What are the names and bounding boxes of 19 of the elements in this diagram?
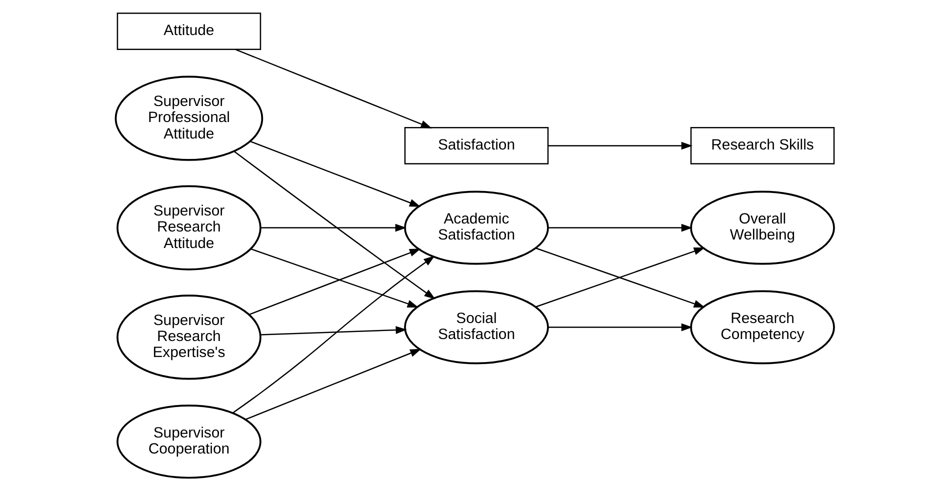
arrow (233, 150, 435, 300)
node-box: Attitude (116, 12, 261, 50)
arrow (244, 348, 421, 420)
arrow (249, 140, 420, 207)
arrow (548, 224, 692, 232)
arrow (234, 48, 432, 128)
node-ellipse: Supervisor Cooperation (116, 404, 261, 479)
node-box: Satisfaction (404, 127, 548, 164)
node-ellipse: Supervisor Research Expertise's (116, 294, 261, 380)
arrow (260, 326, 406, 336)
arrow (548, 323, 692, 332)
node-ellipse: Supervisor Research Attitude (116, 185, 261, 270)
arrow (548, 142, 692, 150)
node-ellipse: Overall Wellbeing (690, 190, 834, 265)
arrow (232, 256, 434, 414)
arrow (260, 224, 406, 232)
node-box: Research Skills (690, 127, 834, 164)
node-ellipse: Research Competency (690, 290, 834, 364)
node-ellipse: Supervisor Professional Attitude (114, 76, 263, 161)
